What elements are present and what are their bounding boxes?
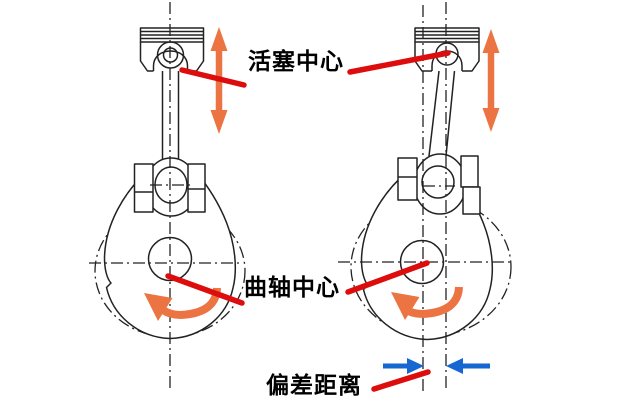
- left-crank-center-journal: [147, 236, 193, 282]
- label-piston-center: 活塞中心: [248, 49, 344, 75]
- down-arrowhead: [210, 110, 228, 134]
- right-rotation-arrow: [391, 286, 463, 320]
- left-bearing-block-right: [187, 163, 206, 213]
- left-bearing-block-left: [133, 163, 154, 213]
- left-piston-skirt-left: [139, 42, 154, 72]
- up-arrowhead: [210, 27, 228, 51]
- right-piston-skirt-left: [414, 42, 432, 72]
- pointer-lines: [165, 50, 451, 392]
- left-piston-skirt-right: [187, 42, 205, 72]
- pointer-piston-center-left: [179, 67, 247, 88]
- pointer-piston-center-right: [347, 50, 451, 75]
- left-piston: [139, 27, 205, 72]
- left-rotation-arrow: [144, 287, 221, 321]
- pointer-crank-center-right: [345, 260, 430, 295]
- right-mechanism: [338, 2, 513, 392]
- pointer-offset-distance: [371, 369, 431, 392]
- offset-distance-arrows-icon: [383, 358, 490, 374]
- right-connecting-rod: [428, 70, 440, 157]
- left-rotation-arc: [160, 287, 221, 320]
- label-offset-distance: 偏差距离: [266, 373, 362, 399]
- right-piston: [414, 27, 480, 72]
- right-piston-skirt-right: [462, 42, 480, 72]
- label-crank-center: 曲轴中心: [244, 275, 340, 301]
- pointer-crank-center-left: [165, 273, 245, 306]
- right-bearing-block-left: [397, 157, 418, 201]
- right-bearing-block-lower: [462, 186, 481, 215]
- down-arrowhead: [482, 108, 500, 132]
- right-big-end-bearing: [421, 165, 455, 199]
- right-rotation-arrowhead: [391, 292, 420, 320]
- right-connecting-rod-edge: [445, 70, 456, 157]
- right-pointing-arrowhead: [407, 358, 424, 374]
- right-bearing-block-upper: [460, 155, 479, 188]
- left-rotation-arrowhead: [144, 293, 173, 321]
- up-arrowhead: [482, 29, 500, 53]
- left-pointing-arrowhead: [446, 358, 463, 374]
- right-stroke-arrow-icon: [482, 29, 500, 132]
- left-mechanism: [89, 2, 246, 390]
